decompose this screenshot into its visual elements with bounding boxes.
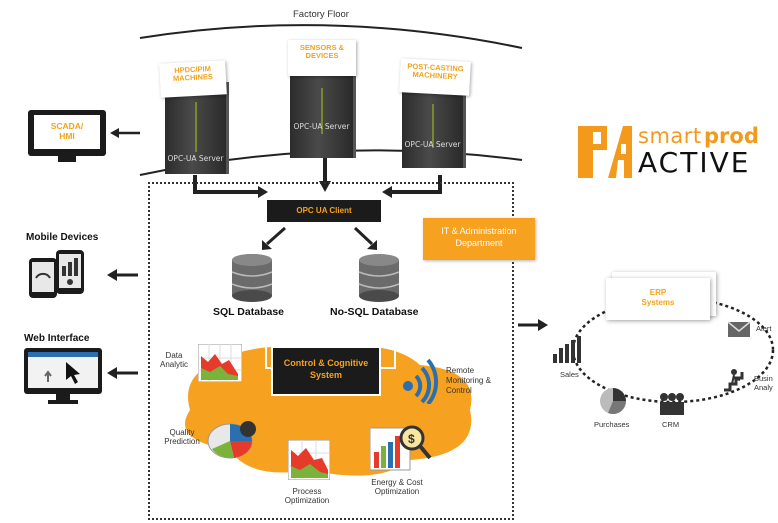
logo-prod-text: prod — [704, 124, 759, 148]
factory-floor-title: Factory Floor — [293, 9, 349, 20]
nosql-database-icon — [358, 254, 400, 302]
sql-database-label: SQL Database — [213, 306, 285, 318]
erp-alerts-label: Alert — [756, 324, 772, 333]
web-interface-label: Web Interface — [24, 333, 90, 344]
server-label: OPC-UA Server — [167, 154, 224, 163]
system-boundary — [148, 182, 514, 520]
server-post-casting: OPC-UA Server — [402, 88, 466, 168]
logo-smart-text: smart — [638, 124, 702, 148]
erp-crm-label: CRM — [662, 420, 680, 429]
mobile-devices-icon — [29, 250, 84, 298]
remote-monitoring-label: Remote Monitoring & Control — [446, 366, 491, 395]
scada-label: SCADA/ HMI — [34, 115, 100, 149]
quality-prediction-label: Quality Prediction — [164, 428, 200, 446]
mobile-devices-label: Mobile Devices — [26, 232, 99, 243]
server-label: OPC-UA Server — [404, 140, 461, 149]
it-department: IT & Administration Department — [423, 218, 535, 260]
svg-text:$: $ — [408, 432, 415, 446]
energy-cost-icon: $ — [370, 425, 432, 471]
process-optimization-label: Process Optimization — [284, 487, 330, 505]
quality-prediction-icon — [207, 421, 256, 459]
opc-ua-client: OPC UA Client — [267, 200, 381, 222]
data-analytic-label: Data Analytic — [159, 351, 188, 369]
scada-monitor: SCADA/ HMI — [28, 110, 106, 162]
monitor-screen: SCADA/ HMI — [28, 110, 106, 156]
server-name-sensors: SENSORS & DEVICES — [288, 40, 356, 76]
erp-sales-label: Sales — [560, 370, 579, 379]
server-led-strip — [321, 88, 323, 134]
energy-cost-label: Energy & Cost Optimization — [371, 478, 423, 496]
data-analytic-icon — [198, 344, 242, 382]
alert-mail-icon — [728, 321, 751, 337]
monitor-stand — [58, 156, 76, 162]
server-label: OPC-UA Server — [293, 122, 350, 131]
erp-systems-card: ERP Systems — [606, 278, 710, 320]
logo-active-text: ACTIVE — [638, 146, 751, 179]
sales-chart-icon — [553, 336, 581, 363]
smartprod-logo: smart prod ACTIVE — [578, 124, 770, 182]
nosql-database-label: No-SQL Database — [330, 306, 419, 318]
sql-database-icon — [231, 254, 273, 302]
logo-mark-icon — [578, 126, 632, 178]
server-hpdc: OPC-UA Server — [165, 82, 229, 174]
server-led-strip — [195, 102, 197, 152]
erp-purchases-label: Purchases — [594, 420, 630, 429]
control-cognitive-system: Control & Cognitive System — [273, 348, 379, 394]
server-sensors: OPC-UA Server — [290, 70, 356, 158]
crm-people-icon — [660, 393, 684, 415]
process-optimization-icon — [288, 440, 330, 480]
purchases-pie-icon — [600, 388, 626, 414]
wireless-signal-icon — [403, 358, 439, 404]
web-interface-icon — [24, 348, 102, 404]
server-led-strip — [432, 104, 434, 148]
business-analytics-icon — [724, 369, 744, 392]
erp-business-label: Busin Analy — [754, 374, 773, 392]
